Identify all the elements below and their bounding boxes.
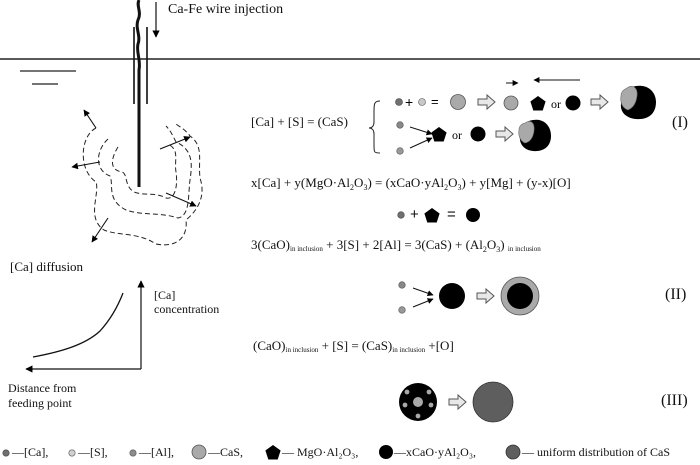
contour-middle: [98, 125, 192, 219]
reaction-3-equation: 3(CaO)in inclusion + 3[S] + 2[Al] = 3(Ca…: [251, 237, 541, 254]
graph-x-label-line2: feeding point: [8, 396, 72, 410]
reaction-2-plus: +: [410, 206, 419, 223]
reaction-1-equation: [Ca] + [S] = (CaS): [251, 114, 348, 129]
graph-y-label-line1: [Ca]: [154, 288, 176, 302]
or-text-1: or: [551, 97, 561, 111]
legend-label-mgo-al2o3: — MgO·Al₂O₃,: [282, 445, 359, 459]
graph-y-label-line2: concentration: [154, 302, 220, 316]
s-dot: [418, 98, 426, 106]
ca-dot: [396, 121, 404, 129]
diffusion-label: [Ca] diffusion: [10, 259, 84, 274]
equals-sign: =: [431, 94, 439, 109]
diffusion-arrow: [159, 136, 191, 150]
transform-arrow-icon: [477, 94, 496, 110]
cao-al2o3-particle: [565, 95, 581, 111]
reaction-arrow: [412, 287, 434, 297]
legend-uniform-cas-icon: [505, 444, 521, 460]
diffusion-arrow: [71, 161, 101, 170]
contour-inner: [112, 143, 178, 199]
uniform-cas-inclusion: [472, 381, 514, 423]
cas-precipitate: [413, 397, 423, 407]
ca-dot: [395, 98, 403, 106]
reaction-arrow: [409, 126, 433, 136]
reaction-arrow: [412, 298, 434, 308]
ca-dot: [397, 211, 405, 219]
reaction-1-row-2: or: [396, 119, 551, 155]
reaction-III-tag: (III): [661, 392, 688, 409]
legend-label-uniform-cas: — uniform distribution of CaS: [522, 445, 670, 459]
cas-particle: [503, 95, 519, 111]
reaction-2-equation: x[Ca] + y(MgO·Al2O3) = (xCaO·yAl2O3) + y…: [251, 175, 571, 192]
cao-al2o3-core: [507, 283, 533, 309]
cao-al2o3-particle: [439, 283, 465, 309]
reaction-1-tag: (I): [672, 114, 688, 131]
mgo-al2o3-pentagon-icon: [424, 208, 440, 223]
cao-al2o3-particle: [466, 208, 480, 222]
diffusion-contours: [82, 123, 203, 246]
legend-label-s: —[S],: [78, 445, 108, 459]
legend-label-cas: —CaS,: [208, 445, 244, 459]
graph-x-label: Distance from feeding point: [8, 381, 76, 411]
mgo-al2o3-pentagon-icon: [530, 96, 546, 111]
or-text-2: or: [452, 128, 462, 142]
reaction-1-row-1: + = or: [395, 77, 656, 120]
plus-sign: +: [405, 94, 413, 110]
injection-label: Ca-Fe wire injection: [168, 2, 284, 17]
diffusion-arrow: [165, 192, 197, 207]
legend-s-icon: [68, 449, 76, 457]
ca-fe-wire: [135, 0, 141, 187]
concentration-curve: [32, 292, 124, 358]
legend-symbols: [2, 444, 521, 460]
graph-x-label-line1: Distance from: [8, 381, 77, 395]
diffusion-arrow: [91, 217, 109, 243]
diffusion-arrow: [83, 109, 97, 129]
mgo-al2o3-pentagon-icon: [431, 127, 447, 142]
cao-al2o3-particle: [470, 126, 486, 142]
transform-arrow-icon: [495, 126, 514, 142]
ca-dot: [398, 281, 406, 289]
cas-precipitate: [428, 402, 434, 408]
reaction-2-equals: =: [447, 206, 456, 223]
contour-outer: [82, 123, 203, 246]
cas-precipitate: [426, 389, 432, 395]
reaction-2-symbols: [397, 208, 480, 223]
cas-precipitate: [404, 389, 410, 395]
legend-label-cao-al2o3: —xCaO·yAl₂O₃,: [394, 445, 477, 459]
graph-y-label: [Ca] concentration: [154, 288, 219, 316]
reaction-II-tag: (II): [665, 286, 687, 303]
reaction-arrow: [409, 137, 433, 149]
reaction-4-equation: (CaO)in inclusion + [S] = (CaS)in inclus…: [253, 338, 454, 354]
legend-al-icon: [129, 449, 137, 457]
diffusion-arrows: [71, 109, 197, 243]
transform-arrow-icon: [476, 288, 495, 304]
reaction-II-symbols: [398, 276, 540, 316]
transform-arrow-icon: [448, 394, 467, 410]
legend-label-ca: —[Ca],: [12, 445, 49, 459]
s-dot: [398, 306, 406, 314]
cas-attached: [518, 121, 535, 144]
legend-mgo-al2o3-icon: [265, 445, 281, 460]
cas-attached: [620, 86, 638, 111]
legend-label-al: —[Al],: [139, 445, 174, 459]
legend-cas-icon: [191, 444, 207, 460]
transform-arrow-icon: [590, 94, 609, 110]
cas-precipitate: [415, 413, 421, 419]
s-dot: [396, 147, 404, 155]
reaction-1-brace: [368, 100, 381, 154]
legend-cao-al2o3-icon: [379, 445, 393, 459]
reaction-III-symbols: [399, 381, 514, 423]
cas-precipitate: [402, 402, 408, 408]
legend-ca-icon: [2, 449, 10, 457]
cas-particle: [450, 94, 466, 110]
